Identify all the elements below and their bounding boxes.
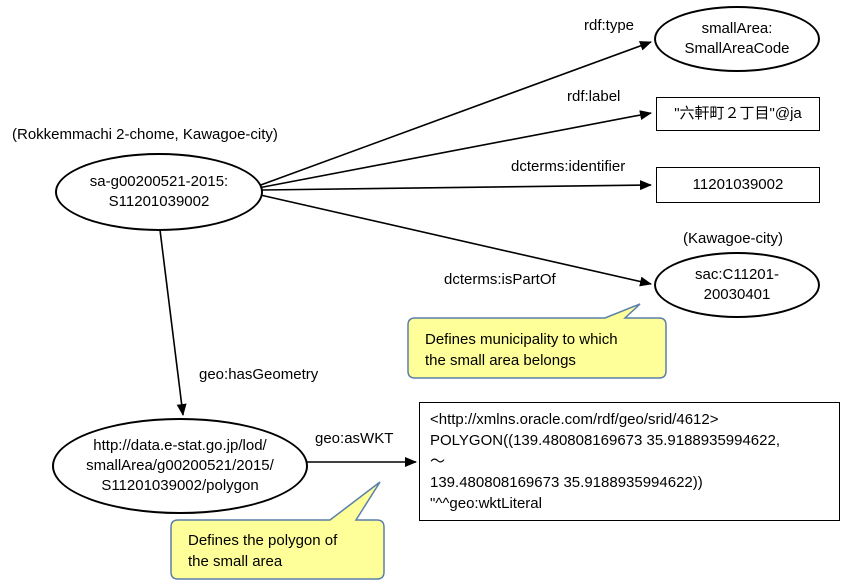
type-node-line2: SmallAreaCode [684, 40, 790, 57]
subject-annotation: (Rokkemmachi 2-chome, Kawagoe-city) [12, 126, 278, 143]
edge-label-dcterms-identifier: dcterms:identifier [511, 158, 626, 175]
wkt-node-line1: <http://xmlns.oracle.com/rdf/geo/srid/46… [430, 411, 719, 428]
geometry-node-line2: smallArea/g00200521/2015/ [86, 457, 274, 474]
subject-node-line2: S11201039002 [108, 193, 210, 210]
geometry-node: http://data.e-stat.go.jp/lod/ smallArea/… [52, 418, 308, 514]
wkt-node-line4: 139.480808169673 35.9188935994622)) [430, 474, 703, 491]
identifier-node-text: 11201039002 [692, 176, 784, 193]
partof-node-line1: sac:C11201- [695, 266, 779, 283]
edge-geo-hasgeometry [159, 229, 187, 416]
geometry-node-line1: http://data.e-stat.go.jp/lod/ [93, 437, 267, 454]
edge-dcterms-ispartof [255, 193, 652, 287]
subject-node-line1: sa-g00200521-2015: [89, 173, 229, 190]
callout-municipality-line1: Defines municipality to which [425, 331, 618, 348]
callout-municipality-line2: the small area belongs [425, 352, 576, 369]
callout-municipality-shape [407, 303, 667, 379]
edge-rdf-type [257, 41, 652, 187]
label-node-text: "六軒町２丁目"@ja [674, 105, 802, 122]
type-node-line1: smallArea: [701, 20, 773, 37]
edge-label-rdf-label: rdf:label [567, 88, 621, 105]
callout-municipality-text: Defines municipality to which the small … [425, 329, 618, 371]
edge-label-dcterms-ispartof: dcterms:isPartOf [444, 271, 556, 288]
wkt-node-line3: ～ [430, 453, 446, 470]
edge-label-geo-aswkt: geo:asWKT [315, 430, 394, 447]
wkt-node-line2: POLYGON((139.480808169673 35.91889359946… [430, 432, 781, 449]
type-node: smallArea: SmallAreaCode [654, 6, 820, 72]
edge-label-rdf-type: rdf:type [584, 17, 635, 34]
edge-label-geo-hasgeometry: geo:hasGeometry [199, 366, 319, 383]
partof-node: sac:C11201- 20030401 [654, 252, 820, 318]
callout-polygon-line1: Defines the polygon of [188, 532, 338, 549]
wkt-node-line5: "^^geo:wktLiteral [430, 495, 542, 512]
partof-annotation: (Kawagoe-city) [683, 230, 784, 247]
wkt-node: <http://xmlns.oracle.com/rdf/geo/srid/46… [419, 402, 840, 521]
partof-node-line2: 20030401 [703, 286, 771, 303]
callout-polygon-text: Defines the polygon of the small area [188, 530, 337, 572]
edge-rdf-label [257, 110, 652, 189]
subject-node: sa-g00200521-2015: S11201039002 [55, 153, 263, 231]
callout-polygon-line2: the small area [188, 553, 283, 570]
identifier-node: 11201039002 [656, 167, 820, 203]
geometry-node-line3: S11201039002/polygon [101, 477, 259, 494]
callout-polygon-shape [170, 481, 385, 580]
label-node: "六軒町２丁目"@ja [656, 97, 820, 131]
edge-dcterms-identifier [261, 180, 652, 191]
